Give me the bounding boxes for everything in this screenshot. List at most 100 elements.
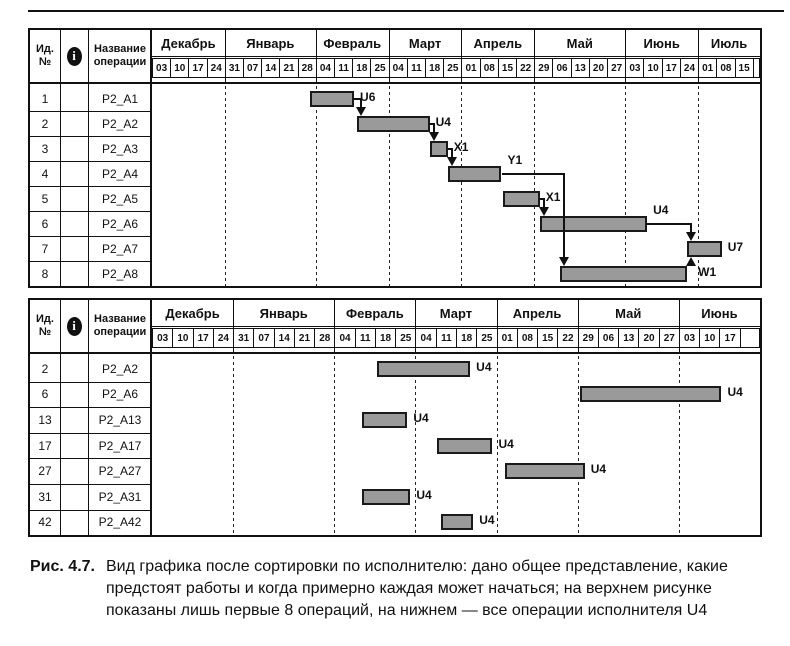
- month-header: Январь: [246, 35, 295, 51]
- week-header: 10: [170, 58, 190, 78]
- week-header: 03: [678, 328, 701, 348]
- month-divider: [678, 300, 680, 352]
- week-header: 15: [537, 328, 559, 348]
- week-header: 10: [699, 328, 721, 348]
- figure-caption: Рис. 4.7. Вид графика после сортировки п…: [30, 556, 766, 622]
- week-header: 17: [661, 58, 681, 78]
- info-icon: i: [66, 46, 82, 66]
- connector-line: [539, 197, 545, 200]
- row-name: P2_A5: [101, 191, 139, 206]
- week-header: 20: [638, 328, 660, 348]
- week-header: 08: [716, 58, 736, 78]
- week-header: 04: [388, 58, 408, 78]
- month-gridline: [698, 86, 700, 286]
- week-header: 27: [658, 328, 680, 348]
- month-gridline: [534, 86, 536, 286]
- month-header: Май: [615, 305, 642, 321]
- month-gridline: [625, 86, 627, 286]
- gantt-bar: [440, 514, 474, 531]
- month-header: Май: [566, 35, 593, 51]
- row-name: P2_A2: [101, 116, 139, 131]
- week-header: 07: [253, 328, 275, 348]
- week-header: 15: [734, 58, 754, 78]
- row-divider: [30, 136, 151, 137]
- top-rule-line: [28, 10, 784, 12]
- connector-arrow: [446, 156, 457, 166]
- month-divider: [496, 300, 498, 352]
- week-header: 03: [152, 58, 172, 78]
- month-divider: [315, 30, 317, 82]
- week-header: 04: [415, 328, 437, 348]
- month-gridline: [224, 86, 226, 286]
- month-header: Декабрь: [161, 35, 216, 51]
- row-name: P2_A13: [98, 412, 142, 427]
- month-header: Февраль: [346, 305, 404, 321]
- week-header: 11: [334, 58, 354, 78]
- week-header: 31: [224, 58, 245, 78]
- month-header: Март: [408, 35, 442, 51]
- connector-line: [359, 97, 362, 107]
- month-header: Июнь: [701, 305, 738, 321]
- gantt-bar: [687, 240, 722, 257]
- month-header: Январь: [259, 305, 308, 321]
- row-id: 13: [38, 412, 52, 427]
- week-header: 21: [279, 58, 299, 78]
- month-header: Апрель: [512, 305, 562, 321]
- week-header: 24: [212, 328, 235, 348]
- row-divider: [30, 111, 151, 112]
- week-header: 01: [698, 58, 718, 78]
- resource-label: U6: [360, 89, 376, 104]
- month-gridline: [496, 356, 498, 536]
- gantt-bar: [361, 412, 408, 428]
- column-divider: [60, 300, 61, 536]
- caption-number: Рис. 4.7.: [30, 558, 95, 575]
- month-gridline: [315, 86, 317, 286]
- row-divider: [30, 186, 151, 187]
- connector-arrow: [686, 231, 697, 241]
- week-header: 27: [607, 58, 627, 78]
- col-header-id: Ид. №: [36, 43, 54, 68]
- week-header: 15: [497, 58, 518, 78]
- row-divider: [30, 261, 151, 262]
- week-header: 03: [625, 58, 645, 78]
- week-header: 07: [243, 58, 263, 78]
- gantt-bar: [310, 90, 355, 107]
- month-divider: [334, 300, 336, 352]
- resource-label: U7: [727, 239, 744, 254]
- week-header: 18: [456, 328, 478, 348]
- connector-line: [450, 147, 453, 157]
- connector-line: [354, 97, 362, 100]
- connector-line: [542, 197, 545, 207]
- month-gridline: [233, 356, 235, 536]
- gantt-bar: [579, 386, 722, 403]
- row-id: 7: [41, 241, 49, 256]
- gantt-bar: [503, 190, 540, 207]
- resource-label: X1: [453, 139, 469, 154]
- row-divider: [30, 236, 151, 237]
- row-divider: [30, 509, 151, 511]
- week-header: 22: [557, 328, 579, 348]
- gantt-bar: [361, 488, 411, 505]
- month-divider: [534, 30, 536, 82]
- connector-arrow: [355, 106, 366, 116]
- connector-line: [562, 172, 565, 257]
- row-name: P2_A31: [98, 489, 142, 504]
- week-header: 04: [334, 328, 356, 348]
- connector-line: [690, 222, 693, 232]
- row-id: 27: [38, 464, 52, 479]
- week-header: 17: [719, 328, 741, 348]
- row-name: P2_A2: [101, 361, 139, 376]
- week-header-blank: [739, 328, 760, 348]
- week-header: 13: [570, 58, 590, 78]
- row-id: 6: [41, 387, 49, 402]
- month-divider: [698, 30, 700, 82]
- row-divider: [30, 432, 151, 434]
- week-header: 01: [461, 58, 481, 78]
- connector-line: [429, 122, 435, 125]
- week-header: 29: [534, 58, 554, 78]
- week-header: 21: [293, 328, 316, 348]
- gantt-bar: [436, 437, 493, 454]
- connector-line: [432, 122, 435, 132]
- column-divider: [150, 30, 152, 286]
